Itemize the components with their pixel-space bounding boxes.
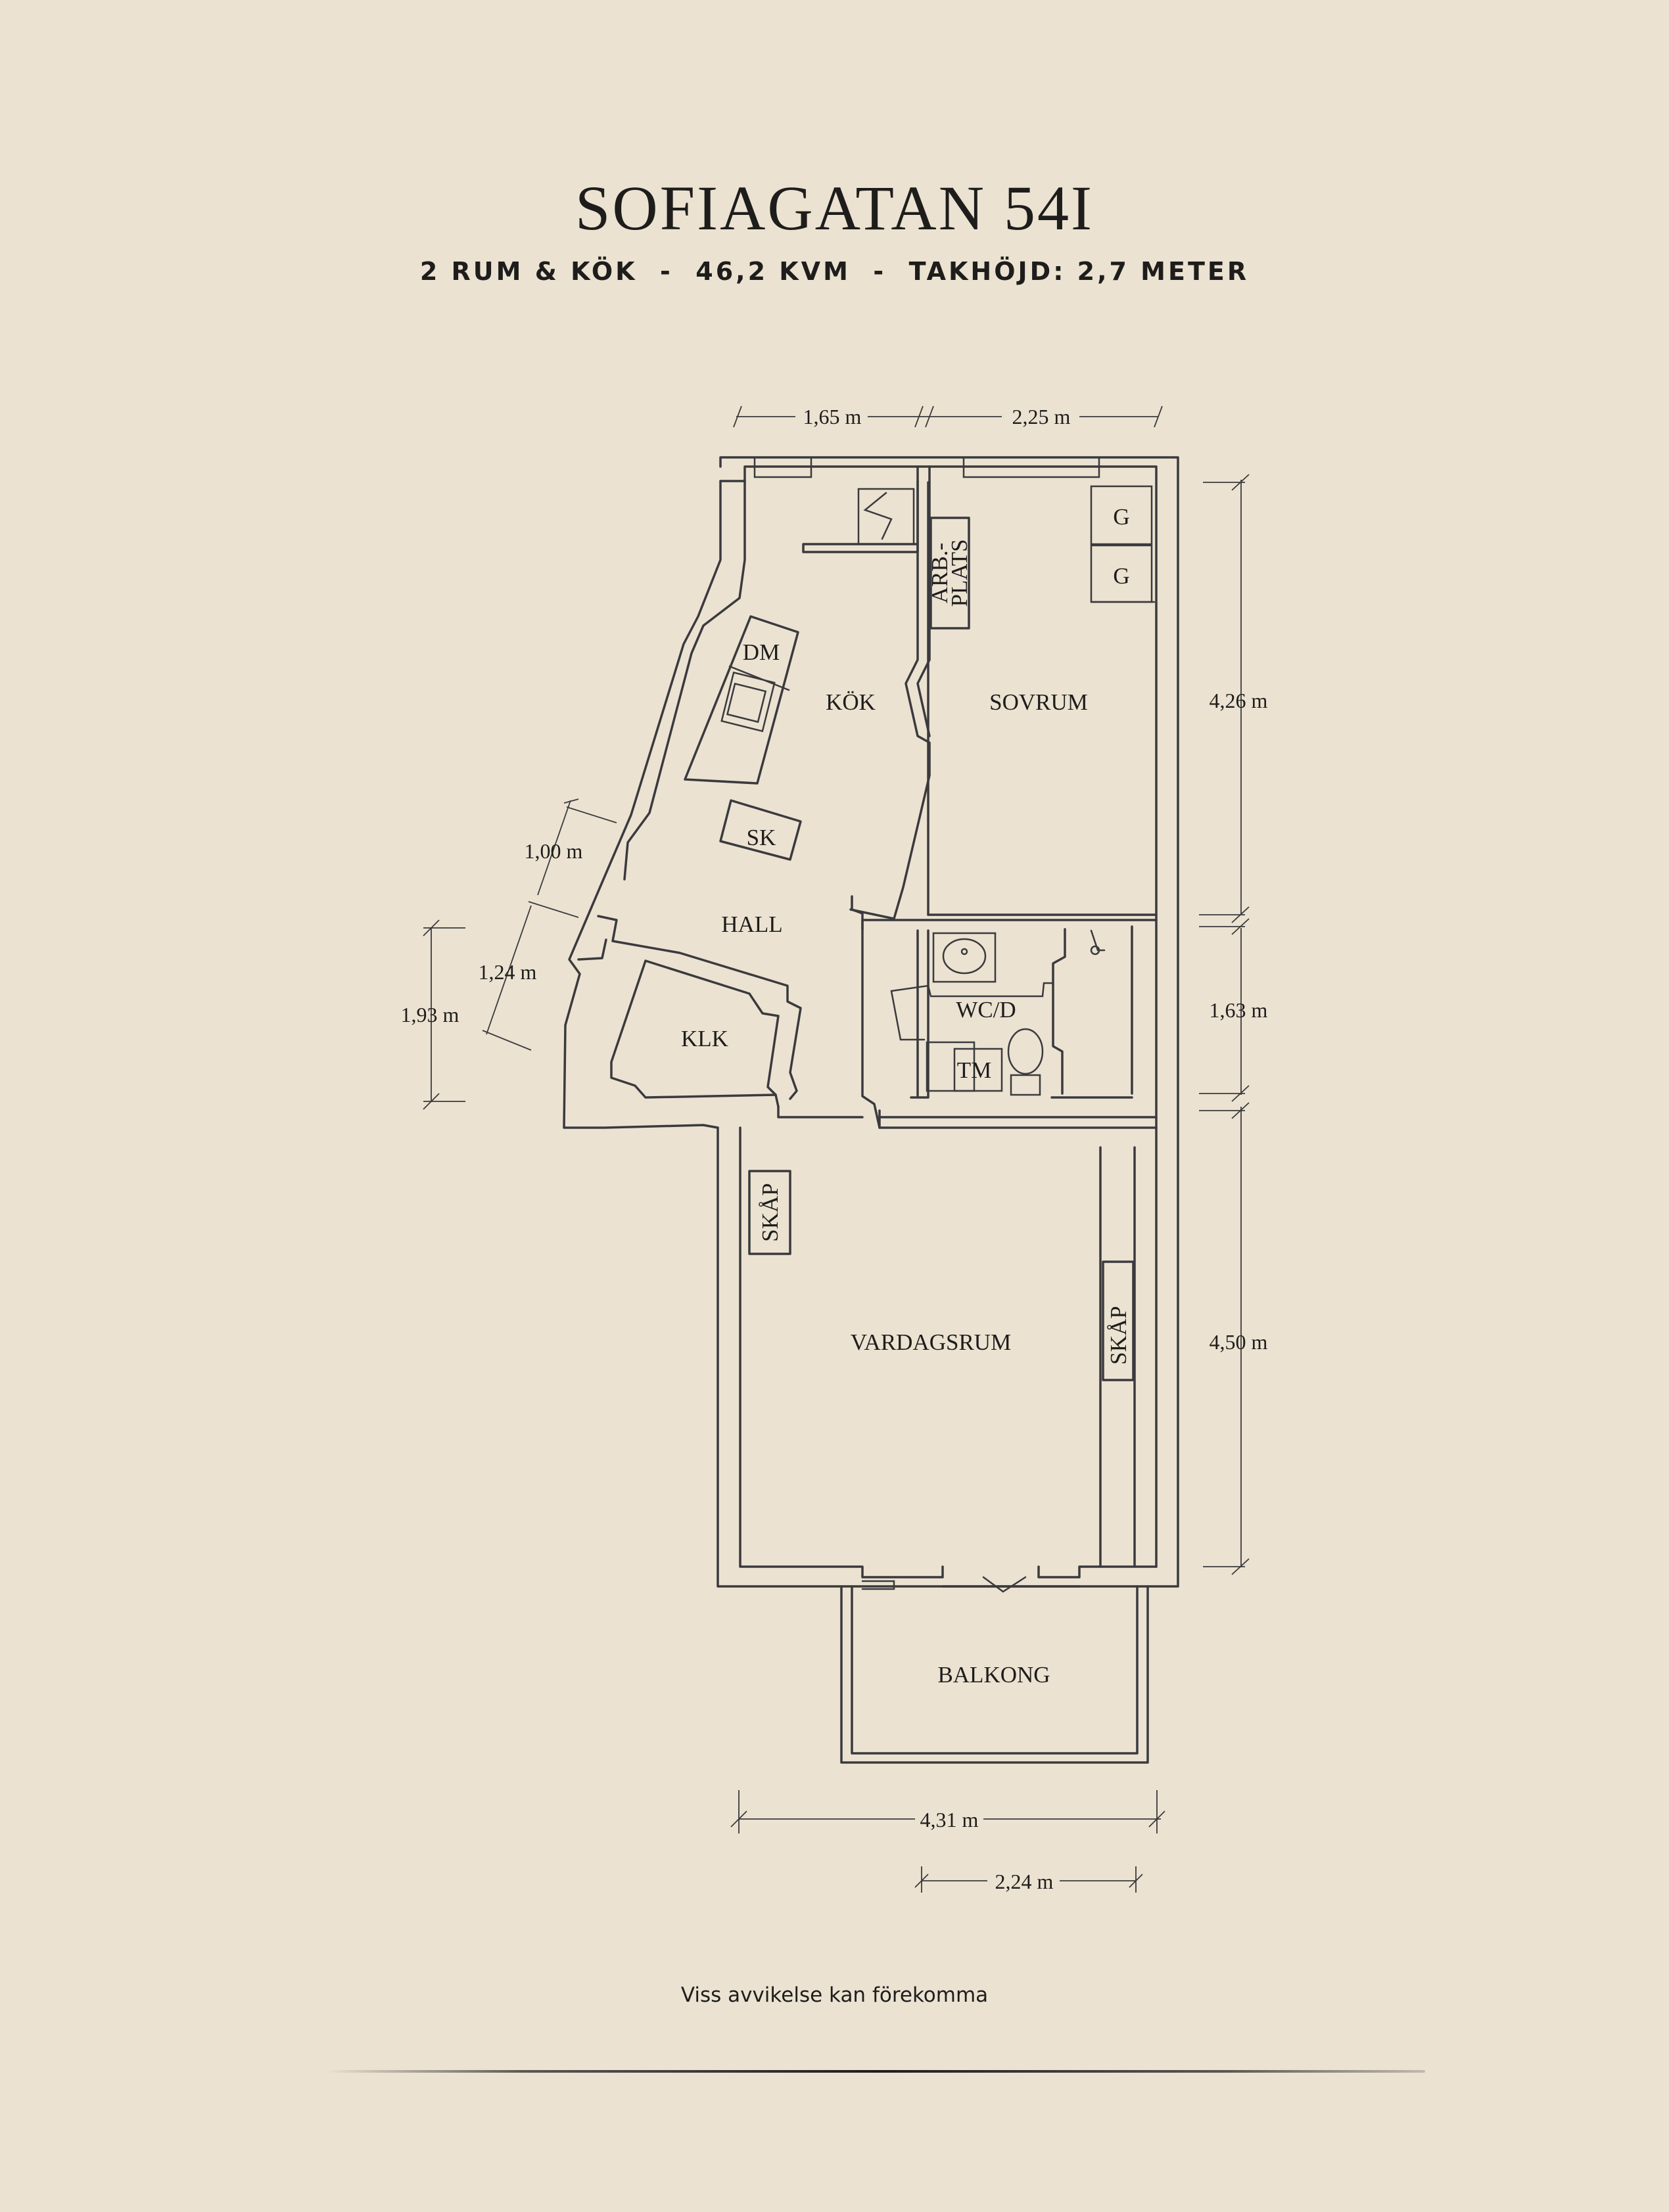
room-label-balkong: BALKONG <box>937 1662 1050 1688</box>
bedroom-walls <box>861 481 1158 921</box>
balcony-walls <box>840 1585 1149 1764</box>
outer-walls <box>563 456 1179 1588</box>
dim-left-hall: 1,00 m <box>525 839 583 863</box>
dim-right-wc: 1,63 m <box>1210 998 1268 1022</box>
room-label-kok: KÖK <box>826 689 876 715</box>
dim-right-sovrum: 4,26 m <box>1210 689 1268 712</box>
fixture-label-arbplats-2: PLATS <box>947 539 972 607</box>
fixture-label-g1: G <box>1113 504 1129 530</box>
fixture-label-skap-right: SKÅP <box>1106 1306 1131 1364</box>
dim-right-vardagsrum: 4,50 m <box>1210 1330 1268 1354</box>
kitchen-walls <box>684 465 931 920</box>
fixture-label-skap-left: SKÅP <box>757 1183 783 1241</box>
fixture-label-dm: DM <box>743 639 780 665</box>
room-label-klk: KLK <box>681 1026 728 1051</box>
dim-left-klk: 1,24 m <box>479 960 537 984</box>
disclaimer: Viss avvikelse kan förekomma <box>680 1983 989 2007</box>
fixture-label-g2: G <box>1113 563 1129 589</box>
dim-top-right: 2,25 m <box>1012 405 1071 428</box>
room-label-wcd: WC/D <box>956 997 1016 1023</box>
footer-divider <box>326 2070 1425 2073</box>
fixture-label-arbplats-1: ARB.- <box>927 543 952 603</box>
page-title: SOFIAGATAN 54I <box>575 173 1094 243</box>
room-label-tm: TM <box>957 1057 992 1083</box>
wc-walls <box>890 925 1133 1099</box>
living-walls <box>748 1146 1136 1593</box>
room-label-hall: HALL <box>721 911 782 937</box>
dim-top-left: 1,65 m <box>803 405 862 428</box>
hall-klk-walls <box>577 895 1158 1129</box>
dim-bottom-total: 4,31 m <box>920 1808 979 1832</box>
page-subtitle: 2 RUM & KÖK - 46,2 KVM - TAKHÖJD: 2,7 ME… <box>419 257 1250 286</box>
dimension-lines <box>423 405 1250 1893</box>
dim-left-total: 1,93 m <box>401 1003 459 1026</box>
room-label-sovrum: SOVRUM <box>989 689 1088 715</box>
fixture-label-sk: SK <box>747 825 776 850</box>
room-label-vardagsrum: VARDAGSRUM <box>851 1329 1011 1355</box>
dim-bottom-balkong: 2,24 m <box>995 1870 1054 1893</box>
